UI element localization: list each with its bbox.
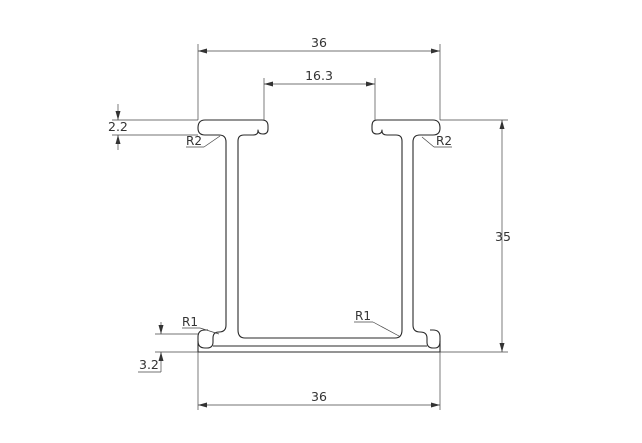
dim-height-label: 35 <box>495 229 511 244</box>
arrowhead <box>431 402 440 408</box>
radius-top-right: R2 <box>421 134 452 148</box>
radius-top-left: R2 <box>186 134 221 148</box>
right-bottom-hook <box>412 324 441 349</box>
radius-top-right-label: R2 <box>436 134 452 148</box>
dim-top-width: 36 <box>197 35 441 120</box>
radius-bottom-inner-label: R1 <box>355 309 371 323</box>
radius-bottom-left: R1 <box>182 315 220 335</box>
dim-flange-thickness: 2.2 <box>108 104 198 150</box>
arrowhead <box>198 402 207 408</box>
arrowhead <box>115 111 121 120</box>
dim-top-width-label: 36 <box>311 35 327 50</box>
dim-bottom-width-label: 36 <box>311 389 327 404</box>
dim-inner-opening-label: 16.3 <box>305 68 333 83</box>
dim-base-thickness-label: 3.2 <box>139 357 159 372</box>
arrowhead <box>366 81 375 87</box>
dim-flange-thickness-label: 2.2 <box>108 119 128 134</box>
dim-inner-opening: 16.3 <box>263 68 376 120</box>
extrusion-profile <box>197 119 441 353</box>
arrowhead <box>198 48 207 54</box>
radius-top-left-label: R2 <box>186 134 202 148</box>
arrowhead <box>115 135 121 144</box>
left-top-flange <box>197 119 269 339</box>
dim-base-thickness: 3.2 <box>138 322 198 373</box>
arrowhead <box>431 48 440 54</box>
radius-bottom-inner: R1 <box>354 309 400 337</box>
radius-bottom-left-label: R1 <box>182 315 198 329</box>
right-flange-under <box>412 127 441 325</box>
arrowhead <box>499 343 505 352</box>
left-flange-under <box>197 127 227 325</box>
left-bottom-hook <box>197 324 227 349</box>
base-plate <box>197 341 441 353</box>
arrowhead <box>158 325 164 334</box>
arrowhead <box>264 81 273 87</box>
right-top-flange <box>371 119 441 339</box>
dim-bottom-width: 36 <box>197 352 441 410</box>
dim-height: 35 <box>440 119 511 353</box>
arrowhead <box>158 352 164 361</box>
arrowhead <box>499 120 505 129</box>
